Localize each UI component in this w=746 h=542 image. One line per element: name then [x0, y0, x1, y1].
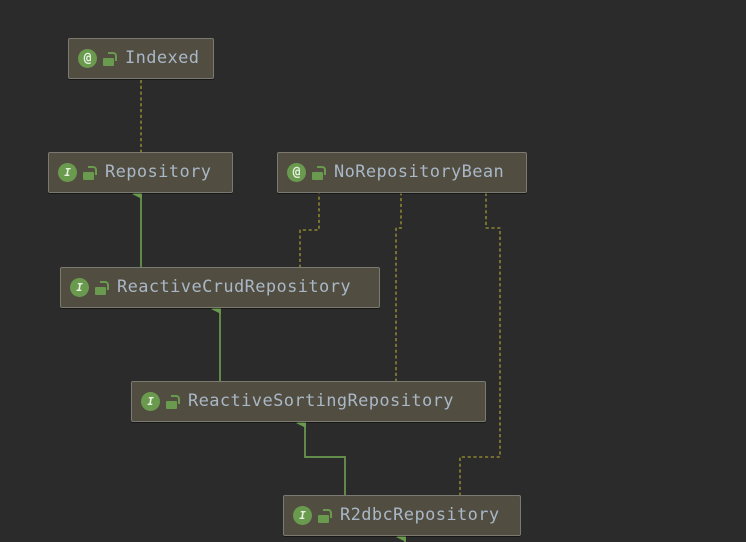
interface-kind-icon: I — [70, 278, 89, 297]
interface-kind-icon: I — [58, 163, 77, 182]
node-norepositorybean[interactable]: @ NoRepositoryBean — [277, 152, 527, 193]
node-label-reactivecrudrepository: ReactiveCrudRepository — [117, 277, 351, 297]
node-indexed[interactable]: @ Indexed — [68, 38, 214, 79]
edge-norepositorybean-reactivecrud — [299, 192, 320, 268]
node-label-repository: Repository — [105, 162, 212, 182]
public-unlocked-padlock-icon — [166, 394, 180, 409]
public-unlocked-padlock-icon — [95, 280, 109, 295]
node-label-indexed: Indexed — [125, 48, 200, 68]
public-unlocked-padlock-icon — [83, 165, 97, 180]
edge-norepositorybean-r2dbc — [459, 192, 501, 496]
public-unlocked-padlock-icon — [312, 165, 326, 180]
node-label-norepositorybean: NoRepositoryBean — [334, 162, 505, 182]
node-reactivesortingrepository[interactable]: I ReactiveSortingRepository — [131, 381, 486, 422]
node-label-r2dbcrepository: R2dbcRepository — [340, 505, 500, 525]
node-label-reactivesortingrepository: ReactiveSortingRepository — [188, 391, 454, 411]
edge-norepositorybean-reactivesorting — [395, 192, 402, 382]
edge-r2dbc-reactivesorting — [295, 418, 346, 495]
node-repository[interactable]: I Repository — [48, 152, 233, 193]
public-unlocked-padlock-icon — [103, 51, 117, 66]
annotation-kind-icon: @ — [78, 49, 97, 68]
node-r2dbcrepository[interactable]: I R2dbcRepository — [283, 495, 521, 536]
interface-kind-icon: I — [141, 392, 160, 411]
annotation-kind-icon: @ — [287, 163, 306, 182]
interface-kind-icon: I — [293, 506, 312, 525]
node-reactivecrudrepository[interactable]: I ReactiveCrudRepository — [60, 267, 380, 308]
public-unlocked-padlock-icon — [318, 508, 332, 523]
